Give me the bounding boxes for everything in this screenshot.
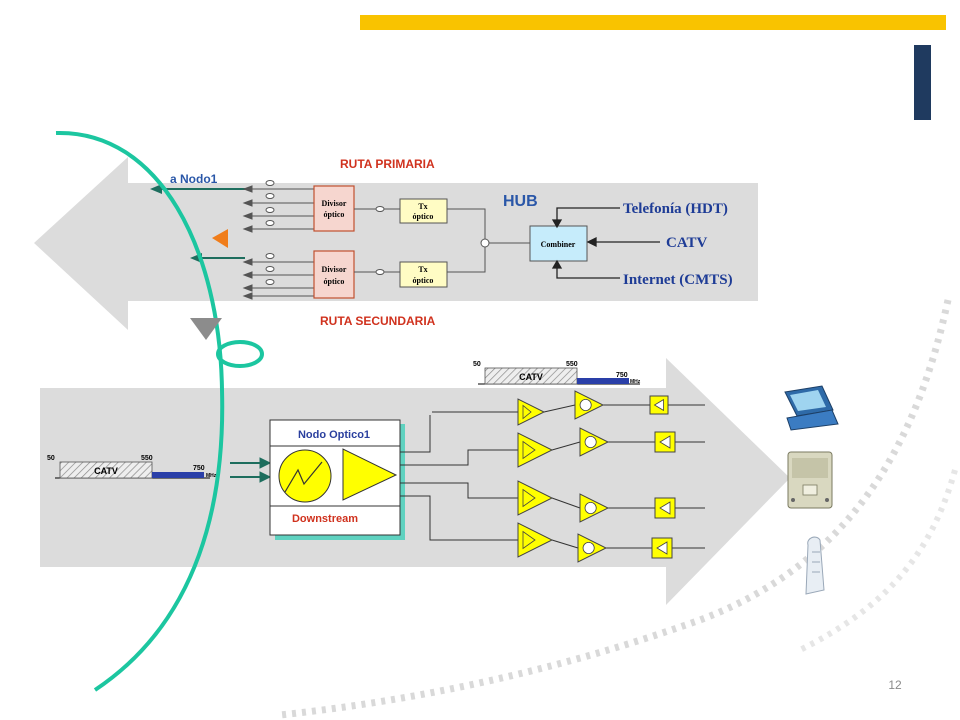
set-top-box-icon (787, 451, 833, 509)
hub-label: HUB (503, 193, 538, 210)
amplifier-inner-icon (522, 530, 536, 550)
node-output-lines (400, 411, 518, 541)
spectrum-right-band: CATV (519, 372, 543, 382)
node-input-arrows (230, 457, 272, 483)
optical-splitter-top (313, 185, 355, 232)
amplifier-port-icon (584, 435, 597, 448)
spectrum-right-data-band (577, 378, 629, 384)
splitter-outputs-bottom (242, 253, 314, 300)
spectrum-left: 50 550 750 CATV MHz (47, 455, 217, 479)
side-bar (914, 45, 931, 120)
source-links (551, 207, 660, 279)
tap-icon (659, 501, 671, 515)
spectrum-right: 50 550 750 CATV MHz (473, 361, 641, 385)
splitter-outputs-top (242, 180, 314, 233)
tap-icon (656, 541, 668, 555)
spectrum-right-end: 750 (616, 372, 628, 379)
node-amplifier-icon (342, 448, 398, 501)
source-catv-label: CATV (666, 235, 708, 251)
cable-modem-icon (805, 536, 825, 595)
cascade-link (551, 539, 579, 549)
amplifier-inner-icon (522, 404, 532, 420)
node-feed-arrow (150, 184, 245, 194)
amplifier-cascade (517, 390, 705, 563)
to-node-label: a Nodo1 (170, 172, 218, 186)
source-internet-label: Internet (CMTS) (623, 272, 733, 288)
spectrum-left-end: 750 (193, 465, 205, 472)
optical-splitter-bottom (313, 250, 355, 299)
tap-icon (653, 398, 664, 412)
amplifier-port-icon (582, 542, 595, 555)
source-telefonia-label: Telefonía (HDT) (623, 201, 728, 217)
optical-splitter-top-label: Divisor (322, 199, 347, 208)
spectrum-right-unit: MHz (630, 379, 641, 385)
node-title: Nodo Optico1 (298, 429, 370, 441)
cascade-link (543, 404, 576, 413)
direction-arrow (212, 229, 228, 248)
combiner-box (529, 225, 588, 262)
route-primary-label: RUTA PRIMARIA (340, 157, 435, 171)
optical-splitter-top-label: óptico (324, 210, 345, 219)
cascade-link (551, 497, 581, 509)
optical-transmitter-top (399, 198, 448, 224)
optical-splitter-bottom-label: Divisor (322, 265, 347, 274)
spectrum-left-unit: MHz (206, 473, 217, 479)
amplifier-inner-icon (522, 488, 536, 508)
downstream-arrow (190, 318, 222, 340)
cascade-link (551, 441, 581, 451)
accent-bar (360, 15, 946, 30)
fiber-ring (55, 130, 225, 692)
spectrum-left-data-band (152, 472, 204, 478)
tx-links (354, 206, 530, 275)
spectrum-left-start: 50 (47, 455, 55, 462)
receiver-signal-icon (284, 461, 323, 493)
receiver-icon (278, 449, 332, 503)
computer-icon (784, 385, 839, 431)
optical-transmitter-bottom (399, 261, 448, 288)
spectrum-right-start: 50 (473, 361, 481, 368)
optical-transmitter-top-label: óptico (413, 212, 434, 221)
tap-icon (659, 435, 671, 449)
fiber-loop (216, 340, 264, 368)
bottom-band-arrow (40, 358, 790, 605)
optical-transmitter-top-label: Tx (418, 202, 427, 211)
top-band-arrow (34, 157, 758, 330)
spectrum-right-mid: 550 (566, 361, 578, 368)
background-dotted-arc (798, 469, 958, 653)
node-mode-label: Downstream (292, 513, 358, 525)
optical-transmitter-bottom-label: Tx (418, 265, 427, 274)
optical-splitter-bottom-label: óptico (324, 277, 345, 286)
amplifier-inner-icon (522, 440, 536, 460)
amplifier-port-icon (584, 501, 597, 514)
amplifier-port-icon (579, 398, 592, 411)
page-number: 12 (888, 678, 902, 692)
spectrum-left-band: CATV (94, 466, 118, 476)
optical-transmitter-bottom-label: óptico (413, 276, 434, 285)
route-secondary-label: RUTA SECUNDARIA (320, 314, 436, 328)
combiner-label: Combiner (541, 240, 576, 249)
spectrum-left-mid: 550 (141, 455, 153, 462)
